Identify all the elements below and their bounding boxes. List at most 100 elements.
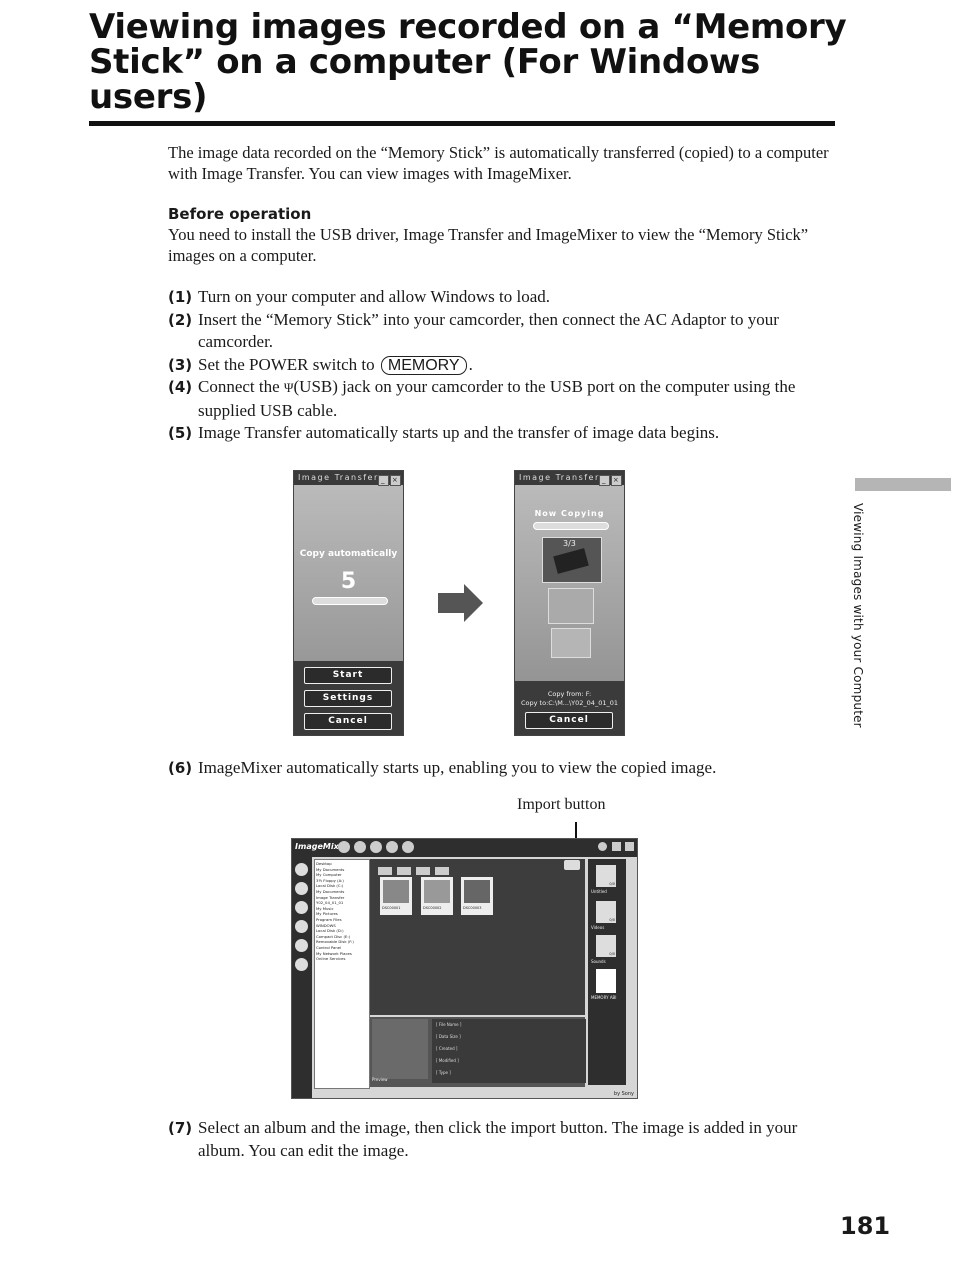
- album-panel: 0/0 Untitled 0/0 Videos 0/0 Sounds MEMOR…: [588, 859, 626, 1085]
- close-icon[interactable]: [625, 842, 634, 851]
- tree-item[interactable]: My Computer: [316, 872, 342, 878]
- toolbar-icon[interactable]: [354, 841, 366, 853]
- tree-item[interactable]: Compact Disc (E:): [316, 933, 351, 939]
- tree-item[interactable]: My Documents: [316, 866, 345, 872]
- toolbar-icon[interactable]: [402, 841, 414, 853]
- info-field: [ File Name ]: [436, 1022, 462, 1027]
- album-icon[interactable]: 0/0: [596, 865, 616, 887]
- sound-icon[interactable]: [416, 867, 430, 875]
- video-icon[interactable]: [397, 867, 411, 875]
- thumbnail-label: DSC00003: [463, 906, 482, 910]
- info-field: [ Data Size ]: [436, 1034, 461, 1039]
- thumbnail-area: DSC00001 DSC00002 DSC00003: [370, 859, 585, 1015]
- cancel-button[interactable]: Cancel: [525, 712, 613, 729]
- tree-item[interactable]: Removable Disk (F:): [316, 939, 354, 945]
- tree-item[interactable]: 3½ Floppy (A:): [316, 877, 344, 883]
- step-text: Set the POWER switch to: [198, 354, 375, 374]
- step-text: Image Transfer automatically starts up a…: [198, 423, 720, 442]
- album-label: Videos: [591, 925, 605, 930]
- view-icon[interactable]: [378, 867, 392, 875]
- nav-icon[interactable]: [295, 882, 308, 895]
- copy-auto-label: Copy automatically: [299, 549, 398, 559]
- tree-item[interactable]: Control Panel: [316, 944, 342, 950]
- page-title: Viewing images recorded on a “Memory Sti…: [89, 7, 847, 117]
- step-number: (5): [168, 424, 193, 442]
- close-icon[interactable]: ×: [611, 475, 622, 486]
- tree-item[interactable]: Desktop: [316, 861, 332, 866]
- step-4: (4)Connect the Ψ(USB) jack on your camco…: [168, 376, 838, 422]
- tree-item[interactable]: WINDOWS: [316, 922, 336, 928]
- imagemixer-logo: ImageMixer: [295, 842, 349, 851]
- album-icon[interactable]: [596, 969, 616, 993]
- thumbnail-item[interactable]: DSC00002: [421, 877, 453, 915]
- thumbnail-item[interactable]: DSC00003: [461, 877, 493, 915]
- left-icon-bar: [292, 857, 312, 1098]
- tree-item[interactable]: My Music: [316, 905, 334, 911]
- step-number: (7): [168, 1119, 193, 1137]
- step-1: (1)Turn on your computer and allow Windo…: [168, 286, 838, 309]
- toolbar-icon[interactable]: [338, 841, 350, 853]
- cancel-button[interactable]: Cancel: [304, 713, 392, 730]
- usb-icon: Ψ: [283, 380, 294, 395]
- step-3: (3)Set the POWER switch to MEMORY.: [168, 354, 838, 377]
- copy-counter: 3/3: [563, 539, 576, 548]
- before-operation-text: You need to install the USB driver, Imag…: [168, 225, 809, 265]
- album-count: 0/0: [609, 882, 615, 886]
- sort-icon[interactable]: [435, 867, 449, 875]
- nav-icon[interactable]: [295, 920, 308, 933]
- start-button[interactable]: Start: [304, 667, 392, 684]
- step-number: (1): [168, 288, 193, 306]
- tree-item[interactable]: Online Services: [316, 956, 346, 962]
- window-title: Image Transfer: [298, 473, 379, 482]
- tree-item[interactable]: Program Files: [316, 916, 342, 922]
- tree-item[interactable]: Y02_04_01_01: [316, 900, 344, 906]
- minimize-icon[interactable]: _: [378, 475, 389, 486]
- thumbnail-image: [383, 880, 409, 903]
- toolbar-icon[interactable]: [370, 841, 382, 853]
- settings-icon[interactable]: [612, 842, 621, 851]
- album-icon[interactable]: 0/0: [596, 901, 616, 923]
- nav-icon[interactable]: [295, 901, 308, 914]
- tree-item[interactable]: Local Disk (C:): [316, 883, 344, 889]
- tree-item[interactable]: Image Transfer: [316, 894, 345, 900]
- preview-label: Preview: [372, 1077, 388, 1082]
- copy-from-text: Copy from: F:: [547, 690, 592, 698]
- tree-item[interactable]: My Documents: [316, 888, 345, 894]
- tree-item[interactable]: Local Disk (D:): [316, 928, 344, 934]
- step-text: Connect the: [198, 377, 280, 396]
- thumbnail-item[interactable]: DSC00001: [380, 877, 412, 915]
- sony-brand: by Sony: [613, 1091, 634, 1097]
- countdown-number: 5: [340, 569, 357, 594]
- album-label: Sounds: [591, 959, 606, 964]
- help-icon[interactable]: [598, 842, 607, 851]
- nav-icon[interactable]: [295, 939, 308, 952]
- step-text: Insert the “Memory Stick” into your camc…: [198, 309, 779, 352]
- file-info-list: [ File Name ] [ Data Size ] [ Created ] …: [432, 1019, 586, 1083]
- step-text-end: (USB) jack on your camcorder to the USB …: [198, 377, 796, 420]
- section-tab: [855, 478, 951, 491]
- step-text: ImageMixer automatically starts up, enab…: [198, 758, 717, 777]
- step-7: (7)Select an album and the image, then c…: [168, 1117, 838, 1162]
- thumbnail-image: [464, 880, 490, 903]
- memory-badge: MEMORY: [380, 355, 467, 375]
- page-number: 181: [840, 1212, 891, 1240]
- import-button[interactable]: [564, 860, 580, 870]
- window-title: Image Transfer: [519, 473, 600, 482]
- tree-item[interactable]: My Network Places: [316, 950, 352, 956]
- close-icon[interactable]: ×: [390, 475, 401, 486]
- toolbar-icon[interactable]: [386, 841, 398, 853]
- info-panel: Preview [ File Name ] [ Data Size ] [ Cr…: [370, 1017, 586, 1087]
- nav-icon[interactable]: [295, 958, 308, 971]
- before-operation-heading: Before operation: [168, 205, 312, 223]
- photo-thumbnail: [548, 588, 594, 624]
- minimize-icon[interactable]: _: [599, 475, 610, 486]
- album-label: MEMORY ABI: [591, 995, 617, 1000]
- step-6: (6) ImageMixer automatically starts up, e…: [168, 757, 838, 780]
- nav-icon[interactable]: [295, 863, 308, 876]
- steps-list: (1)Turn on your computer and allow Windo…: [168, 286, 838, 445]
- album-icon[interactable]: 0/0: [596, 935, 616, 957]
- settings-button[interactable]: Settings: [304, 690, 392, 707]
- step-number: (6): [168, 759, 193, 777]
- tree-item[interactable]: My Pictures: [316, 911, 338, 917]
